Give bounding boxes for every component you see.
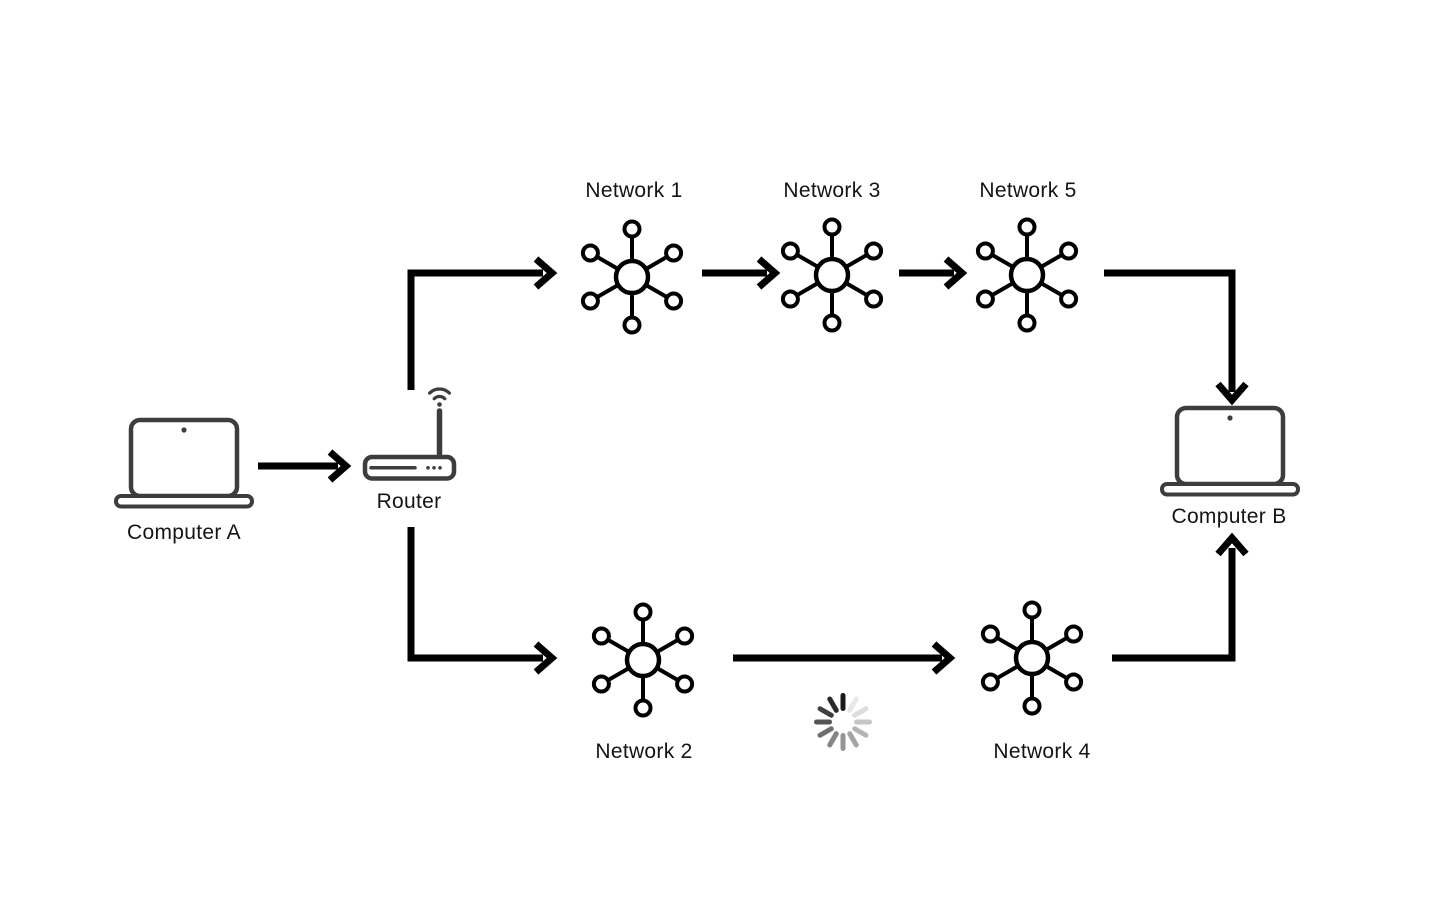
laptop-icon — [1162, 408, 1298, 495]
node-label-computer-a: Computer A — [127, 521, 241, 544]
loading-spinner — [814, 693, 872, 751]
network-hub-icon — [983, 603, 1081, 714]
network-hub-icon — [583, 222, 681, 333]
network-hub-icon — [783, 220, 881, 331]
arrow-network-3-to-network-5 — [899, 256, 968, 290]
wifi-router-icon — [365, 389, 454, 479]
node-label-network-2: Network 2 — [595, 740, 693, 763]
arrow-computer-a-to-router — [258, 449, 352, 483]
network-hub-icon — [978, 220, 1076, 331]
node-label-computer-b: Computer B — [1171, 505, 1287, 528]
arrow-router-to-network-2 — [407, 527, 558, 675]
network-hub-icon — [594, 605, 692, 716]
node-label-router: Router — [376, 490, 442, 513]
arrow-network-4-to-computer-b — [1112, 532, 1249, 662]
laptop-icon — [116, 420, 252, 507]
arrow-network-5-to-computer-b — [1104, 269, 1249, 406]
arrow-router-to-network-1 — [407, 256, 558, 390]
node-label-network-4: Network 4 — [993, 740, 1091, 763]
arrow-network-1-to-network-3 — [702, 256, 781, 290]
node-label-network-3: Network 3 — [783, 179, 881, 202]
node-label-network-5: Network 5 — [979, 179, 1077, 202]
arrow-network-2-to-network-4 — [733, 641, 956, 675]
node-label-network-1: Network 1 — [585, 179, 683, 202]
